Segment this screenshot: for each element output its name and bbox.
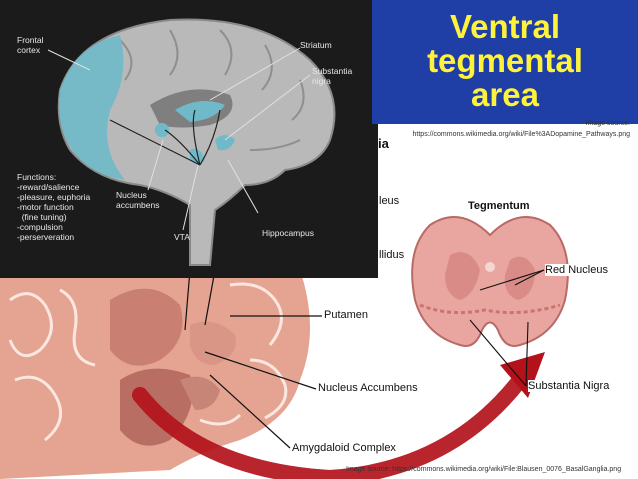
title-line: tegmental [372, 44, 638, 78]
dopamine-pathways-panel: Frontal cortex Striatum Substantia nigra… [0, 0, 378, 278]
globus-pallidus-label-partial: llidus [379, 249, 404, 261]
caudate-nucleus-label-partial: leus [379, 195, 399, 207]
slide-title: Ventral tegmental area [372, 0, 638, 124]
function-item: -compulsion [17, 222, 90, 232]
functions-title: Functions: [17, 172, 90, 182]
source-top-url[interactable]: https://commons.wikimedia.org/wiki/File%… [413, 131, 630, 138]
title-line: Ventral [372, 10, 638, 44]
source-bottom[interactable]: Image source: https://commons.wikimedia.… [346, 466, 621, 473]
function-item: -pleasure, euphoria [17, 192, 90, 202]
putamen-label: Putamen [324, 309, 368, 321]
function-item: (fine tuning) [17, 212, 90, 222]
function-item: -perserveration [17, 232, 90, 242]
function-item: -reward/salience [17, 182, 90, 192]
striatum-label: Striatum [300, 40, 332, 50]
frontal-cortex-label: Frontal cortex [17, 35, 43, 55]
vta-label: VTA [174, 232, 190, 242]
nucleus-accumbens-label: Nucleus Accumbens [318, 382, 418, 394]
function-item: -motor function [17, 202, 90, 212]
substantia-nigra-label-panel: Substantia nigra [312, 66, 352, 86]
amygdaloid-complex-label: Amygdaloid Complex [292, 442, 396, 454]
title-line: area [372, 78, 638, 112]
basal-ganglia-heading-partial: ia [378, 136, 389, 151]
functions-list: Functions: -reward/salience -pleasure, e… [17, 172, 90, 242]
hippocampus-label: Hippocampus [262, 228, 314, 238]
nucleus-accumbens-label-panel: Nucleus accumbens [116, 190, 159, 210]
source-top-prefix: Image source: [586, 120, 630, 127]
